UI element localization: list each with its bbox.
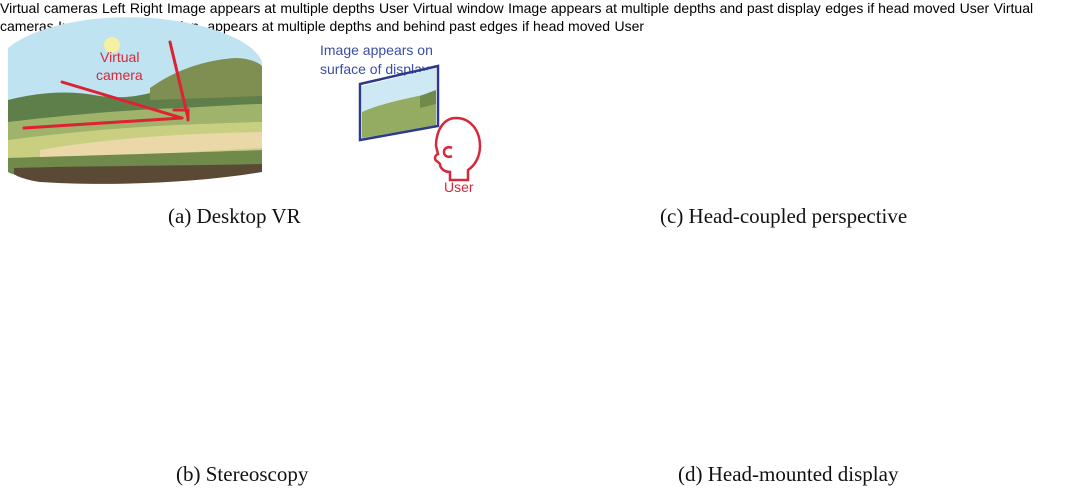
camera-label-d-2: cameras [0,18,54,34]
user-label-a: User [444,179,474,195]
caption-d: (d) Head-mounted display [678,462,899,486]
user-head-icon [433,116,482,182]
camera-label-a-2: camera [96,67,143,83]
caption-b: (b) Stereoscopy [176,462,309,486]
panel-c: Virtual window Image appears at multiple… [413,0,994,17]
camera-label-a-1: Virtual [100,49,139,65]
virtual-camera-frustum-a [22,40,190,130]
landscape-c: Virtual window Image appears at multiple… [413,0,994,17]
sun-icon: Virtual cameras Left Right Image appears… [0,0,413,17]
panel-a: Virtual camera Image appears on surface … [8,17,482,195]
right-camera-label: Right [129,0,163,16]
window-label-c-1: Virtual [413,0,453,16]
left-camera-label: Left [102,0,126,16]
camera-label-b-2: cameras [43,0,98,16]
panel-b: Virtual cameras Left Right Image appears… [0,0,413,17]
window-label-c-2: window [456,0,504,16]
note-c-2: depths and past display [673,0,821,16]
landscape-a [8,17,262,184]
user-label-d: User [614,18,645,34]
user-label-b: User [379,0,409,16]
display-a [358,64,440,142]
note-b-1: Image appears at [166,0,276,16]
note-c-1: Image appears at multiple [508,0,670,16]
caption-a: (a) Desktop VR [168,204,301,228]
note-d-2: appears at multiple depths [207,18,372,34]
note-b-2: multiple depths [280,0,375,16]
note-d-4: if head moved [522,18,611,34]
landscape-b: Virtual cameras Left Right Image appears… [0,0,413,17]
note-a-1: Image appears on [320,42,433,58]
user-label-c: User [959,0,990,16]
sun-icon [104,37,120,53]
note-d-3: and behind past edges [375,18,518,34]
camera-label-d-1: Virtual [993,0,1034,16]
note-a-2: surface of display [320,61,429,77]
note-c-3: edges if head moved [825,0,956,16]
camera-label-b-1: Virtual [0,0,40,16]
caption-c: (c) Head-coupled perspective [660,204,908,228]
